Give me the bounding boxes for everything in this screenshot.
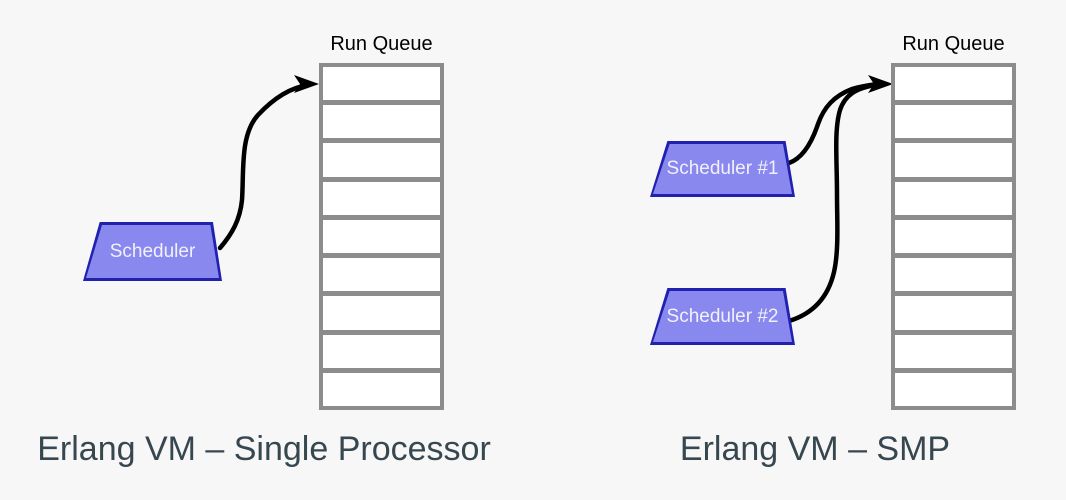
queue-cell xyxy=(323,258,440,292)
queue-cell xyxy=(895,372,1012,406)
scheduler-box: Scheduler xyxy=(83,222,222,281)
scheduler-box-fill xyxy=(86,225,219,278)
caption-single-processor: Erlang VM – Single Processor xyxy=(37,430,491,468)
scheduler2-box: Scheduler #2 xyxy=(650,288,795,345)
queue-cell xyxy=(895,181,1012,215)
run-queue-label-right: Run Queue xyxy=(902,33,1005,55)
queue-cell xyxy=(895,219,1012,254)
queue-cell xyxy=(323,105,440,139)
queue-cell xyxy=(323,219,440,254)
scheduler2-box-fill xyxy=(653,291,792,342)
arrow-scheduler1-to-queue xyxy=(786,81,881,166)
run-queue-label-left: Run Queue xyxy=(330,33,433,55)
queue-cell xyxy=(323,334,440,368)
arrowhead-left xyxy=(294,75,319,93)
run-queue-left xyxy=(319,63,444,410)
arrow-scheduler2-to-queue xyxy=(786,82,879,324)
queue-cell xyxy=(323,181,440,215)
queue-cell xyxy=(895,105,1012,139)
run-queue-right xyxy=(891,63,1016,410)
queue-cell xyxy=(895,334,1012,368)
queue-cell xyxy=(323,67,440,101)
scheduler-label: Scheduler xyxy=(109,240,196,262)
queue-cell xyxy=(895,67,1012,101)
scheduler1-label: Scheduler #1 xyxy=(666,158,779,179)
queue-cell xyxy=(323,296,440,330)
scheduler2-label: Scheduler #2 xyxy=(666,305,779,327)
caption-smp: Erlang VM – SMP xyxy=(679,430,951,468)
scheduler1-box: Scheduler #1 xyxy=(650,141,795,197)
arrowhead-right xyxy=(868,75,893,93)
queue-cell xyxy=(323,372,440,406)
queue-cell xyxy=(895,143,1012,177)
queue-cell xyxy=(323,143,440,177)
arrow-scheduler-to-queue xyxy=(217,82,311,251)
queue-cell xyxy=(895,296,1012,330)
scheduler1-box-fill xyxy=(653,144,792,194)
queue-cell xyxy=(895,258,1012,292)
